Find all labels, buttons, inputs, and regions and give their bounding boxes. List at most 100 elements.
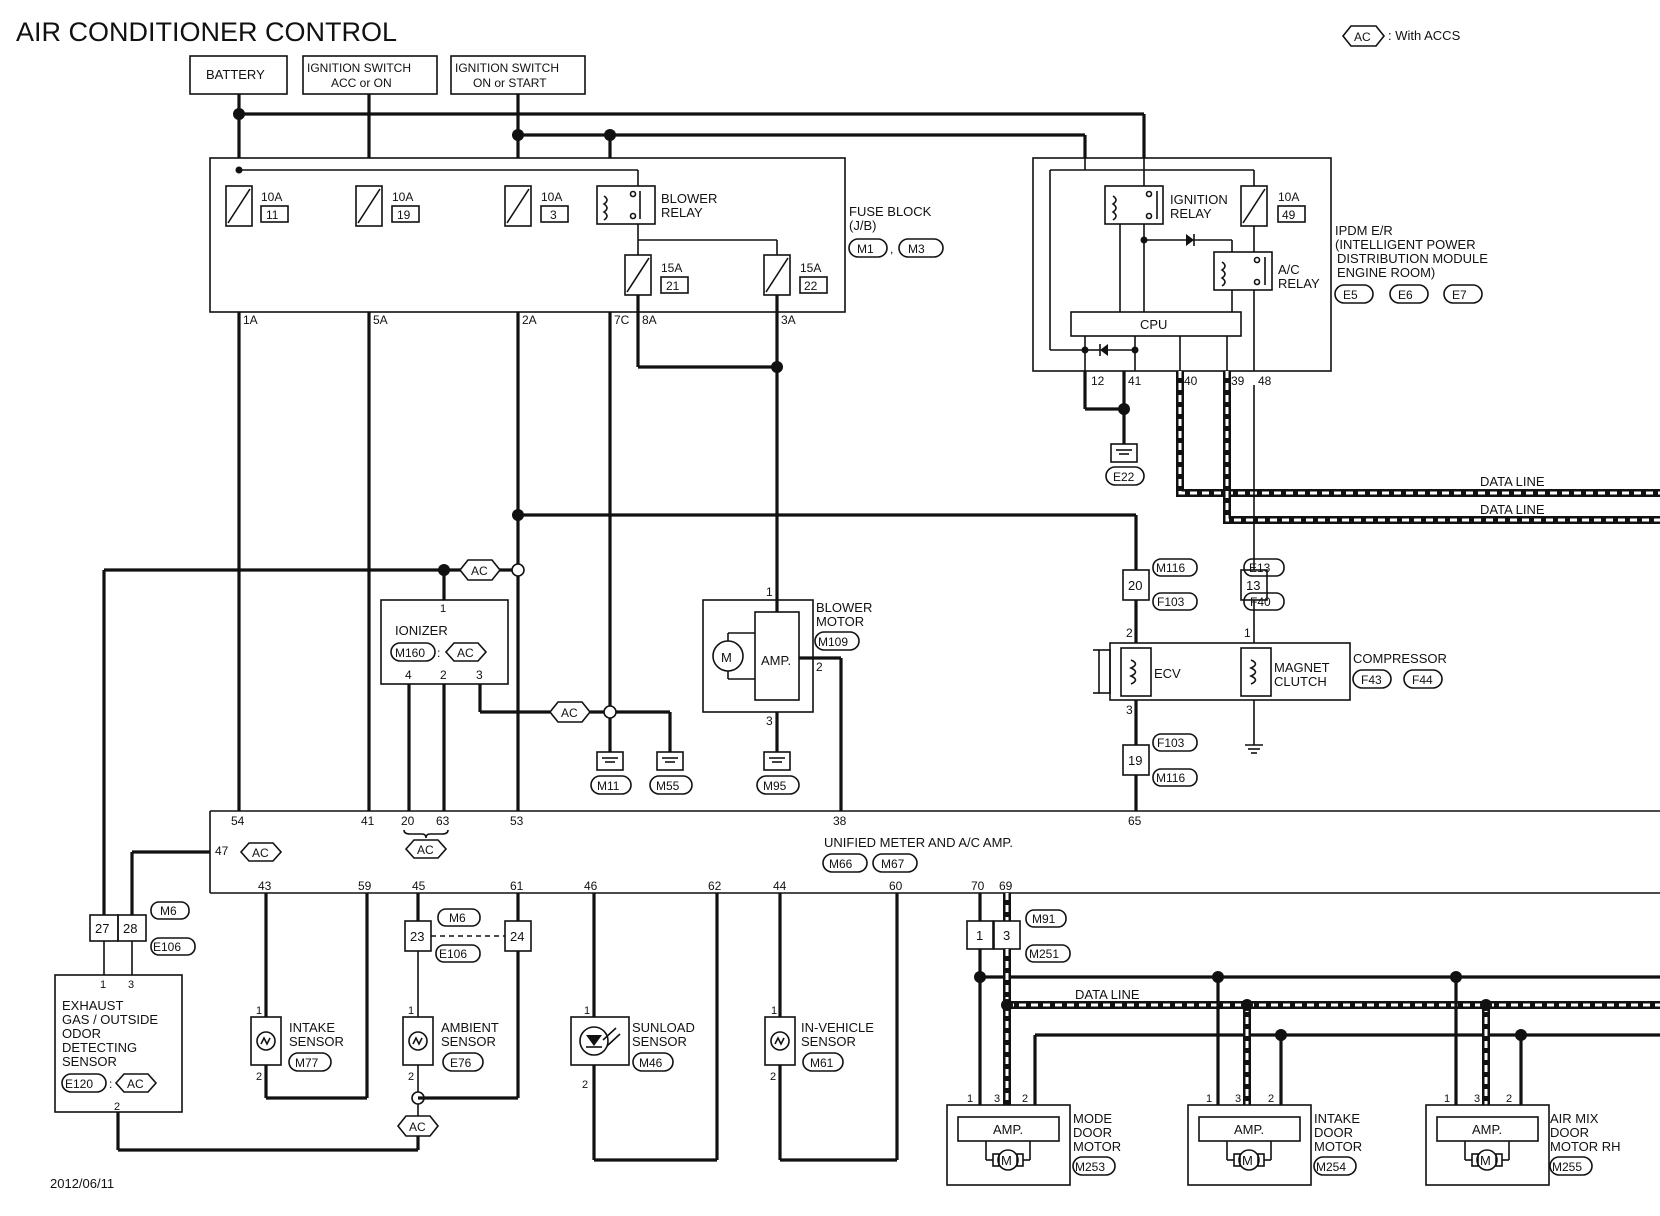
- compressor-feed-wires: [512, 312, 1263, 811]
- svg-text:F103: F103: [1157, 736, 1185, 750]
- svg-text:SENSOR: SENSOR: [632, 1034, 687, 1049]
- svg-text:61: 61: [510, 879, 524, 893]
- junction-19: 19 F103 M116: [1122, 733, 1198, 787]
- svg-text:M116: M116: [1156, 561, 1185, 575]
- svg-text:3: 3: [766, 714, 773, 728]
- fuse-block-label: FUSE BLOCK (J/B) M1 , M3: [848, 204, 944, 258]
- svg-text:62: 62: [708, 879, 722, 893]
- svg-text:40: 40: [1184, 374, 1198, 388]
- svg-text:1: 1: [771, 1005, 777, 1017]
- svg-text:RELAY: RELAY: [1170, 206, 1212, 221]
- svg-text:19: 19: [397, 208, 411, 222]
- svg-text:M61: M61: [810, 1056, 834, 1070]
- intake-door-motor: 1 3 2 AMP. M INTAKE DOOR MOTOR M254: [1187, 971, 1362, 1186]
- svg-text:38: 38: [833, 814, 847, 828]
- svg-text:UNIFIED METER AND A/C AMP.: UNIFIED METER AND A/C AMP.: [824, 835, 1013, 850]
- svg-text:M253: M253: [1075, 1160, 1105, 1174]
- svg-text:E22: E22: [1113, 470, 1135, 484]
- svg-text:M109: M109: [818, 635, 848, 649]
- svg-text:BLOWER: BLOWER: [661, 191, 717, 206]
- svg-text:70: 70: [971, 879, 985, 893]
- svg-text:IGNITION SWITCH: IGNITION SWITCH: [307, 61, 411, 75]
- svg-text:1: 1: [408, 1005, 414, 1017]
- svg-text:65: 65: [1128, 814, 1142, 828]
- intake-sensor: 1 2 INTAKE SENSOR M77: [250, 893, 369, 1100]
- svg-text:AC: AC: [417, 843, 434, 857]
- ground-e22: E22: [1083, 371, 1145, 486]
- svg-text:F40: F40: [1250, 595, 1271, 609]
- svg-text:60: 60: [889, 879, 903, 893]
- svg-text:M251: M251: [1029, 947, 1059, 961]
- svg-text:AMP.: AMP.: [761, 653, 791, 668]
- svg-text:46: 46: [584, 879, 598, 893]
- svg-text:EXHAUST: EXHAUST: [62, 998, 123, 1013]
- svg-text:49: 49: [1282, 208, 1296, 222]
- svg-text:10A: 10A: [261, 190, 282, 204]
- svg-text:39: 39: [1231, 374, 1245, 388]
- svg-text:DETECTING: DETECTING: [62, 1040, 137, 1055]
- svg-text:2: 2: [440, 668, 447, 682]
- svg-text:E7: E7: [1452, 288, 1467, 302]
- svg-text:2: 2: [770, 1071, 776, 1083]
- power-ignition-acc: IGNITION SWITCH ACC or ON: [302, 55, 438, 95]
- fuse-block: 10A 11 10A 19 10A 3 BLOWER RELAY 15A 21: [209, 157, 846, 327]
- svg-text:ACC or ON: ACC or ON: [331, 76, 392, 90]
- svg-text:GAS / OUTSIDE: GAS / OUTSIDE: [62, 1012, 158, 1027]
- svg-text:E120: E120: [65, 1077, 93, 1091]
- svg-text:M77: M77: [295, 1056, 319, 1070]
- door-motor-bus: 1 3 M91 M251 DATA LINE: [966, 893, 1660, 1105]
- svg-text:MOTOR: MOTOR: [1073, 1139, 1121, 1154]
- svg-text:DATA LINE: DATA LINE: [1480, 502, 1545, 517]
- svg-text:3: 3: [1126, 703, 1133, 717]
- ipdm-label: IPDM E/R (INTELLIGENT POWER DISTRIBUTION…: [1334, 223, 1488, 304]
- svg-text:M160: M160: [395, 646, 425, 660]
- svg-text:INTAKE: INTAKE: [289, 1020, 335, 1035]
- svg-text:2: 2: [408, 1071, 414, 1083]
- svg-text:M: M: [721, 650, 732, 665]
- svg-text:DOOR: DOOR: [1550, 1125, 1589, 1140]
- svg-text:2: 2: [816, 660, 823, 674]
- svg-text:2: 2: [582, 1079, 588, 1091]
- svg-text:SENSOR: SENSOR: [441, 1034, 496, 1049]
- blower-motor: 1 AMP. M 2 3 BLOWER MOTOR M109: [702, 585, 872, 811]
- svg-text:DOOR: DOOR: [1073, 1125, 1112, 1140]
- svg-text:5A: 5A: [373, 313, 388, 327]
- ground-m11: M11: [590, 751, 632, 795]
- svg-text:IGNITION SWITCH: IGNITION SWITCH: [455, 61, 559, 75]
- svg-text:CLUTCH: CLUTCH: [1274, 674, 1327, 689]
- svg-text:M66: M66: [829, 857, 853, 871]
- exhaust-odor-sensor: 27 28 M6 E106 1 3 EXHAUST GAS / OUTSIDE …: [54, 850, 418, 1152]
- unified-meter-ac-amp: 54 41 20 63 53 38 65 AC 47 AC UNIFIED ME…: [209, 810, 1660, 894]
- svg-text:7C: 7C: [614, 313, 630, 327]
- svg-text:E106: E106: [153, 940, 181, 954]
- svg-text:A/C: A/C: [1278, 262, 1300, 277]
- svg-text:3: 3: [550, 208, 557, 222]
- svg-text:10A: 10A: [541, 190, 562, 204]
- svg-text:3: 3: [1474, 1093, 1480, 1105]
- svg-text:: With ACCS: : With ACCS: [1388, 28, 1461, 43]
- data-line-ipdm-1: DATA LINE: [1176, 371, 1660, 497]
- svg-text:3: 3: [128, 979, 134, 991]
- svg-text:MOTOR: MOTOR: [816, 614, 864, 629]
- svg-text:1: 1: [440, 603, 446, 615]
- svg-text:20: 20: [1128, 578, 1142, 593]
- svg-text:F44: F44: [1412, 673, 1433, 687]
- svg-text:M254: M254: [1316, 1160, 1346, 1174]
- svg-text:ON or START: ON or START: [473, 76, 547, 90]
- compressor-unit: ECV 2 3 MAGNET CLUTCH 1 COMPRESSOR F43 F…: [1093, 626, 1447, 717]
- svg-text:59: 59: [358, 879, 372, 893]
- legend: AC : With ACCS: [1341, 25, 1461, 47]
- mode-door-motor: 1 3 2 AMP. M MODE DOOR MOTOR M253: [946, 1093, 1121, 1186]
- svg-text:SENSOR: SENSOR: [801, 1034, 856, 1049]
- fuse-feed-wires: [237, 295, 783, 811]
- svg-text:BATTERY: BATTERY: [206, 67, 265, 82]
- svg-text:3: 3: [476, 668, 483, 682]
- svg-text:E5: E5: [1343, 288, 1358, 302]
- svg-text:M46: M46: [639, 1056, 663, 1070]
- diagram-title: AIR CONDITIONER CONTROL: [16, 17, 397, 47]
- svg-text:FUSE BLOCK: FUSE BLOCK: [849, 204, 932, 219]
- svg-text:(J/B): (J/B): [849, 218, 876, 233]
- svg-text:2: 2: [1268, 1093, 1274, 1105]
- sunload-sensor: 1 2 SUNLOAD SENSOR M46: [570, 893, 719, 1162]
- svg-text:2: 2: [114, 1101, 120, 1113]
